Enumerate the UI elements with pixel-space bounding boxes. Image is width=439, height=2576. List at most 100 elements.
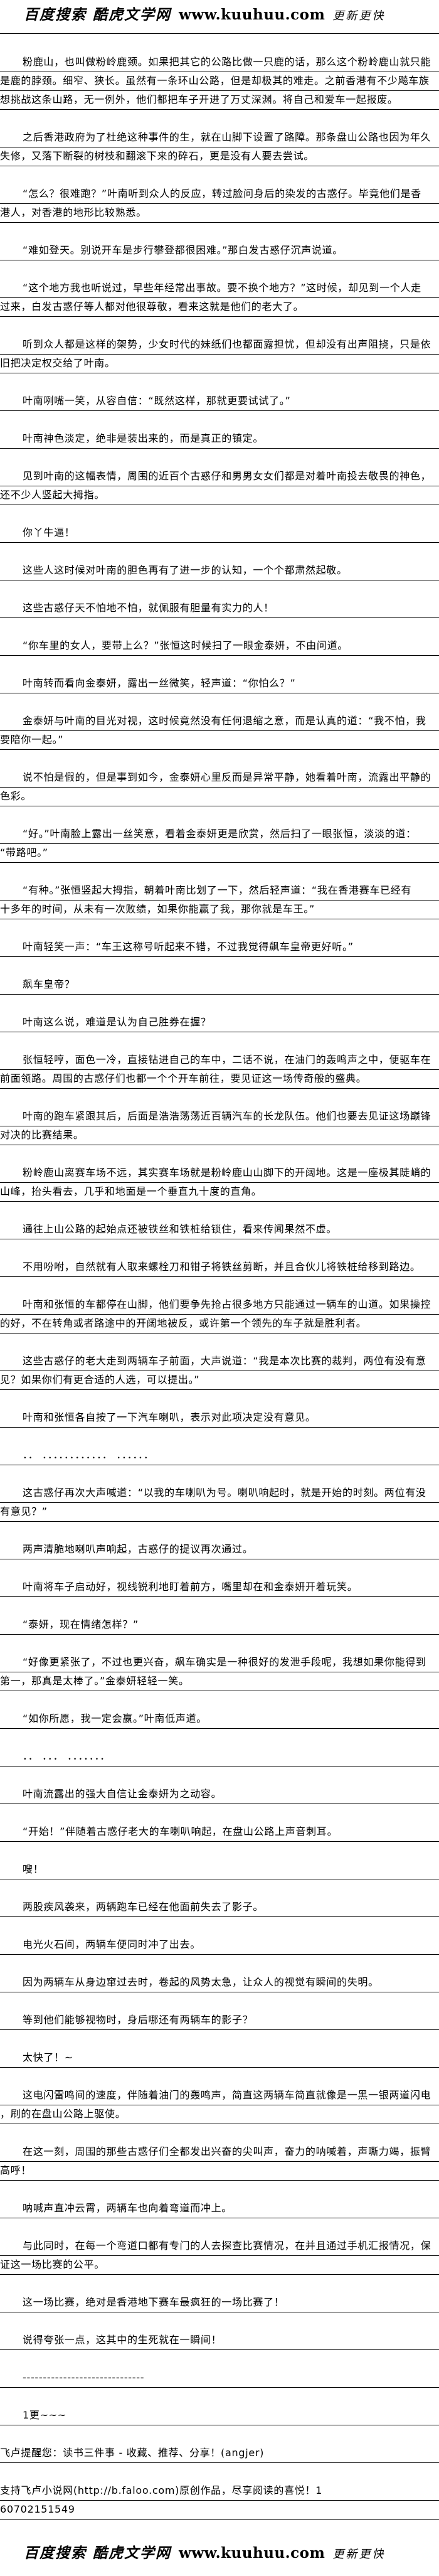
text-line: “难如登天。别说开车是步行攀登都很困难。”那白发古惑仔沉声说道。 [0,242,439,260]
text-line: “有种。”张恒竖起大拇指，朝着叶南比划了一下，然后轻声道：“我在香港赛车已经有 [0,882,439,901]
text-line: 与此同时，在每一个弯道口都有专门的人去探查比赛情况，在并且通过手机汇报情况，保 [0,2237,439,2256]
paragraph: 粉鹿山，也叫做粉岭鹿颈。如果把其它的公路比做一只鹿的话，那么这个粉岭鹿山就只能是… [0,53,439,110]
text-line: 叶南流露出的强大自信让金泰妍为之动容。 [0,1785,439,1804]
text-line: 飞卢提醒您：读书三件事 - 收藏、推荐、分享！(angjer) [0,2444,439,2463]
text-line: 要陪你一起。” [0,731,439,750]
paragraph: 通往上山公路的起始点还被铁丝和铁桩给锁住，看来传闻果然不虚。 [0,1221,439,1239]
text-line: 在这一刻，周围的那些古惑仔们全都发出兴奋的尖叫声，奋力的呐喊着，声嘶力竭，振臂 [0,2143,439,2162]
paragraph: 1更~~~ [0,2407,439,2425]
paragraph: 两股疾风袭来，两辆跑车已经在他面前失去了影子。 [0,1898,439,1917]
text-line: 粉岭鹿山离赛车场不远，其实赛车场就是粉岭鹿山山脚下的开阔地。这是一座极其陡峭的 [0,1164,439,1183]
paragraph: 叶南这么说，难道是认为自己胜券在握？ [0,1013,439,1032]
text-line: 旧把决定权交给了叶南。 [0,355,439,373]
paragraph: 这些人这时候对叶南的胆色再有了进一步的认知，一个个都肃然起敬。 [0,562,439,580]
banner-site-name: 百度搜索 酷虎文学网 [24,2545,172,2562]
paragraph: 在这一刻，周围的那些古惑仔们全都发出兴奋的尖叫声，奋力的呐喊着，声嘶力竭，振臂高… [0,2143,439,2181]
paragraph: 叶南轻笑一声：“车王这称号听起来不错，不过我觉得飙车皇帝更好听。” [0,938,439,957]
text-line: 因为两辆车从身边窜过去时，卷起的风势太急，让众人的视觉有瞬间的失明。 [0,1974,439,1992]
text-line: 叶南轻笑一声：“车王这称号听起来不错，不过我觉得飙车皇帝更好听。” [0,938,439,957]
paragraph: 张恒轻哼，面色一冷，直接钻进自己的车中，二话不说，在油门的轰鸣声之中，便驱车在前… [0,1051,439,1089]
text-line: 不用吩咐，自然就有人取来螺栓刀和钳子将铁丝剪断，并且合伙儿将铁桩给移到路边。 [0,1258,439,1277]
paragraph: 飞卢提醒您：读书三件事 - 收藏、推荐、分享！(angjer) [0,2444,439,2463]
paragraph: 与此同时，在每一个弯道口都有专门的人去探查比赛情况，在并且通过手机汇报情况，保证… [0,2237,439,2275]
text-line: 第一，那真是太棒了。”金泰妍轻轻一笑。 [0,1672,439,1691]
text-line: 叶南咧嘴一笑，从容自信：“既然这样，那就更要试试了。” [0,392,439,411]
paragraph: “难如登天。别说开车是步行攀登都很困难。”那白发古惑仔沉声说道。 [0,242,439,260]
text-line: 呐喊声直冲云霄，两辆车也向着弯道而冲上。 [0,2199,439,2218]
paragraph: 呐喊声直冲云霄，两辆车也向着弯道而冲上。 [0,2199,439,2218]
text-line: 这些古惑仔的老大走到两辆车子前面，大声说道：“我是本次比赛的裁判，两位有没有意 [0,1352,439,1371]
paragraph: 等到他们能够视物时，身后哪还有两辆车的影子？ [0,2011,439,2030]
paragraph: 叶南将车子启动好，视线锐利地盯着前方，嘴里却在和金泰妍开着玩笑。 [0,1578,439,1597]
paragraph: 因为两辆车从身边窜过去时，卷起的风势太急，让众人的视觉有瞬间的失明。 [0,1974,439,1992]
text-line: 听到众人都是这样的架势，少女时代的妹纸们也都面露担忧，但却没有出声阻挠，只是依 [0,336,439,355]
text-line: 张恒轻哼，面色一冷，直接钻进自己的车中，二话不说，在油门的轰鸣声之中，便驱车在 [0,1051,439,1070]
text-line: 嗖！ [0,1861,439,1879]
text-line: 支持飞卢小说网(http://b.faloo.com)原创作品，尽享阅读的喜悦！… [0,2482,439,2501]
paragraph: “好像更紧张了，不过也更兴奋，飙车确实是一种很好的发泄手段呢，我想如果你能得到第… [0,1654,439,1691]
text-line: 见到叶南的这幅表情，周围的近百个古惑仔和男男女女们都是对着叶南投去敬畏的神色， [0,468,439,486]
paragraph: “开始！”伴随着古惑仔老大的车喇叭响起，在盘山公路上声音刺耳。 [0,1823,439,1842]
text-line: 通往上山公路的起始点还被铁丝和铁桩给锁住，看来传闻果然不虚。 [0,1221,439,1239]
chapter-content: 粉鹿山，也叫做粉岭鹿颈。如果把其它的公路比做一只鹿的话，那么这个粉岭鹿山就只能是… [0,34,439,2520]
paragraph: “你车里的女人，要带上么？”张恒这时候扫了一眼金泰妍，不由问道。 [0,637,439,656]
paragraph: 不用吩咐，自然就有人取来螺栓刀和钳子将铁丝剪断，并且合伙儿将铁桩给移到路边。 [0,1258,439,1277]
paragraph: 叶南和张恒的车都停在山脚，他们要争先抢占很多地方只能通过一辆车的山道。如果操控的… [0,1296,439,1333]
text-line: 这电闪雷鸣间的速度，伴随着油门的轰鸣声，简直这两辆车简直就像是一黑一银两道闪电 [0,2087,439,2105]
text-line: 是鹿的脖颈。细窄、狭长。虽然有一条环山公路，但是却极其的难走。之前香港有不少飚车… [0,72,439,91]
paragraph: 粉岭鹿山离赛车场不远，其实赛车场就是粉岭鹿山山脚下的开阔地。这是一座极其陡峭的山… [0,1164,439,1202]
paragraph: 你丫牛逼！ [0,524,439,543]
text-line: 叶南这么说，难道是认为自己胜券在握？ [0,1013,439,1032]
text-line: 见？如果你们有更合适的人选，可以提出。” [0,1371,439,1390]
text-line: “你车里的女人，要带上么？”张恒这时候扫了一眼金泰妍，不由问道。 [0,637,439,656]
text-line: 过来，白发古惑仔等人都对他很尊敬，看来这就是他们的老大了。 [0,298,439,317]
paragraph: 这些古惑仔的老大走到两辆车子前面，大声说道：“我是本次比赛的裁判，两位有没有意见… [0,1352,439,1390]
text-line: ．． ．．． ．．．．．．． [0,1748,439,1766]
text-line: 有意见？” [0,1503,439,1522]
text-line: 叶南转而看向金泰妍，露出一丝微笑，轻声道：“你怕么？” [0,675,439,693]
paragraph: 之后香港政府为了杜绝这种事件的生，就在山脚下设置了路障。那条盘山公路也因为年久失… [0,129,439,166]
banner-url: www.kuuhuu.com [179,6,325,23]
text-line: 你丫牛逼！ [0,524,439,543]
paragraph: “有种。”张恒竖起大拇指，朝着叶南比划了一下，然后轻声道：“我在香港赛车已经有十… [0,882,439,919]
text-line: 说得夸张一点，这其中的生死就在一瞬间！ [0,2331,439,2350]
paragraph: “如你所愿，我一定会赢。”叶南低声道。 [0,1710,439,1729]
text-line: 这古惑仔再次大声喊道：“以我的车喇叭为号。喇叭响起时，就是开始的时刻。两位有没 [0,1484,439,1503]
paragraph: “泰妍，现在情绪怎样？” [0,1616,439,1635]
paragraph: 这电闪雷鸣间的速度，伴随着油门的轰鸣声，简直这两辆车简直就像是一黑一银两道闪电，… [0,2087,439,2124]
text-line: 失修，又落下断裂的树枝和翻滚下来的碎石，更是没有人要去尝试。 [0,147,439,166]
paragraph: 叶南和张恒各自按了一下汽车喇叭，表示对此项决定没有意见。 [0,1409,439,1428]
text-line: 说不怕是假的，但是事到如今，金泰妍心里反而是异常平静，她看着叶南，流露出平静的 [0,769,439,788]
text-line: 还不少人竖起大拇指。 [0,486,439,505]
banner-slogan: 更新更快 [332,2548,386,2561]
paragraph: ．． ．．． ．．．．．．． [0,1748,439,1766]
text-line: “怎么？很难跑？”叶南听到众人的反应，转过脸问身后的染发的古惑仔。毕竟他们是香 [0,185,439,204]
paragraph: ．． ．．．．．．．．．．．． ．．．．．． [0,1446,439,1465]
text-line: 粉鹿山，也叫做粉岭鹿颈。如果把其它的公路比做一只鹿的话，那么这个粉岭鹿山就只能 [0,53,439,72]
paragraph: ------------------------------ [0,2369,439,2388]
paragraph: 支持飞卢小说网(http://b.faloo.com)原创作品，尽享阅读的喜悦！… [0,2482,439,2520]
text-line: 前面领路。周围的古惑仔们也都一个个开车前往，要见证这一场传奇般的盛典。 [0,1070,439,1089]
text-line: 叶南神色淡定，绝非是装出来的，而是真正的镇定。 [0,430,439,449]
text-line: “好。”叶南脸上露出一丝笑意，看着金泰妍更是欣赏，然后扫了一眼张恒，淡淡的道： [0,825,439,844]
text-line: 金泰妍与叶南的目光对视，这时候竟然没有任何退缩之意，而是认真的道：“我不怕，我 [0,712,439,731]
text-line: 两声清脆地喇叭声响起，古惑仔的提议再次通过。 [0,1541,439,1559]
paragraph: 太快了！~ [0,2049,439,2068]
text-line: 叶南和张恒各自按了一下汽车喇叭，表示对此项决定没有意见。 [0,1409,439,1428]
text-line: 这一场比赛，绝对是香港地下赛车最疯狂的一场比赛了！ [0,2294,439,2312]
text-line: 色彩。 [0,788,439,806]
text-line: “这个地方我也听说过，早些年经常出事故。要不换个地方？”这时候，却见到一个人走 [0,279,439,298]
text-line: 这些人这时候对叶南的胆色再有了进一步的认知，一个个都肃然起敬。 [0,562,439,580]
text-line: 1更~~~ [0,2407,439,2425]
paragraph: 说得夸张一点，这其中的生死就在一瞬间！ [0,2331,439,2350]
banner-slogan: 更新更快 [332,9,386,23]
paragraph: 叶南转而看向金泰妍，露出一丝微笑，轻声道：“你怕么？” [0,675,439,693]
paragraph: “怎么？很难跑？”叶南听到众人的反应，转过脸问身后的染发的古惑仔。毕竟他们是香港… [0,185,439,223]
text-line: “泰妍，现在情绪怎样？” [0,1616,439,1635]
text-line: ．． ．．．．．．．．．．．． ．．．．．． [0,1446,439,1465]
text-line: ------------------------------ [0,2369,439,2388]
paragraph: 叶南的跑车紧跟其后，后面是浩浩荡荡近百辆汽车的长龙队伍。他们也要去见证这场巅锋对… [0,1108,439,1145]
paragraph: 叶南咧嘴一笑，从容自信：“既然这样，那就更要试试了。” [0,392,439,411]
